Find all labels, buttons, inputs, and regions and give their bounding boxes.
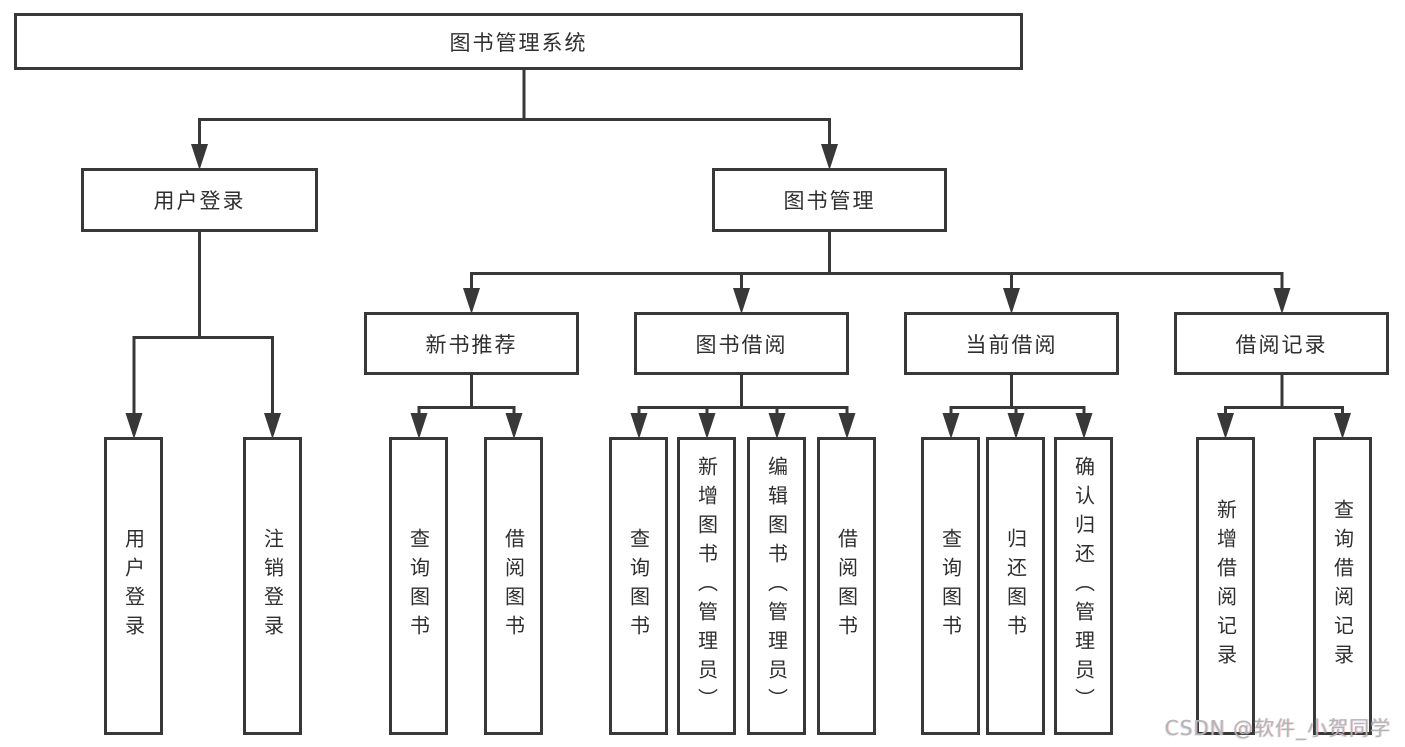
- connector-borrowing-to-children: [630, 375, 856, 439]
- arrowhead-down-icon: [1003, 288, 1020, 314]
- node-label: 查询图书: [938, 528, 963, 644]
- connector-user-login-to-children: [125, 232, 281, 439]
- arrowhead-down-icon: [463, 288, 480, 314]
- arrowhead-down-icon: [1273, 288, 1291, 314]
- node-leaf-add-borrow-record: 新增借阅记录: [1196, 437, 1255, 735]
- arrowhead-down-icon: [1007, 413, 1025, 439]
- node-borrowing-records: 借阅记录: [1174, 312, 1389, 375]
- node-label: 新书推荐: [425, 332, 518, 357]
- node-leaf-logout: 注销登录: [243, 437, 302, 735]
- arrowhead-down-icon: [733, 288, 750, 314]
- arrowhead-down-icon: [505, 413, 523, 439]
- node-label: 图书管理系统: [449, 30, 588, 55]
- node-user-login: 用户登录: [81, 168, 318, 232]
- node-leaf-query-borrow-record: 查询借阅记录: [1313, 437, 1372, 735]
- node-leaf-query-books-current: 查询图书: [921, 437, 980, 735]
- node-leaf-return-books: 归还图书: [986, 437, 1045, 735]
- connector-current-to-children: [942, 375, 1093, 439]
- arrowhead-down-icon: [1075, 413, 1093, 439]
- node-leaf-user-login: 用户登录: [104, 437, 163, 735]
- arrowhead-down-icon: [264, 413, 281, 439]
- connector-book-mgmt-to-level3: [463, 232, 1291, 314]
- node-leaf-borrow-books-borrowing: 借阅图书: [817, 437, 876, 735]
- node-leaf-edit-books-admin: 编辑图书（管理员）: [747, 437, 806, 735]
- node-label: 借阅图书: [834, 528, 859, 644]
- node-label: 新增借阅记录: [1213, 499, 1238, 673]
- node-label: 新增图书（管理员）: [694, 455, 719, 717]
- arrowhead-down-icon: [768, 413, 786, 439]
- node-book-management-system: 图书管理系统: [14, 13, 1023, 70]
- node-label: 图书管理: [783, 189, 876, 213]
- node-leaf-query-books-recommend: 查询图书: [389, 437, 448, 735]
- arrowhead-down-icon: [410, 413, 428, 439]
- node-label: 用户登录: [121, 528, 146, 644]
- arrowhead-down-icon: [1334, 413, 1351, 439]
- node-current-borrowing: 当前借阅: [904, 312, 1119, 375]
- arrowhead-down-icon: [698, 413, 716, 439]
- arrowhead-down-icon: [125, 413, 143, 439]
- node-book-management: 图书管理: [712, 168, 947, 232]
- node-book-borrowing: 图书借阅: [634, 312, 849, 375]
- node-new-book-recommendation: 新书推荐: [364, 312, 579, 375]
- arrowhead-down-icon: [191, 144, 208, 170]
- arrowhead-down-icon: [821, 144, 838, 170]
- node-leaf-query-books-borrowing: 查询图书: [609, 437, 668, 735]
- arrowhead-down-icon: [942, 413, 960, 439]
- node-leaf-borrow-books-recommend: 借阅图书: [484, 437, 543, 735]
- node-label: 查询借阅记录: [1330, 499, 1355, 673]
- node-label: 借阅记录: [1235, 332, 1328, 357]
- node-label: 用户登录: [153, 189, 246, 213]
- arrowhead-down-icon: [1217, 413, 1234, 439]
- node-label: 当前借阅: [965, 332, 1058, 357]
- connector-new-book-to-children: [410, 375, 523, 439]
- node-label: 借阅图书: [501, 528, 526, 644]
- node-label: 确认归还（管理员）: [1071, 455, 1096, 717]
- arrowhead-down-icon: [838, 413, 856, 439]
- node-label: 查询图书: [626, 528, 651, 644]
- node-label: 归还图书: [1003, 528, 1028, 644]
- csdn-watermark: CSDN @软件_小贺同学: [1164, 716, 1391, 740]
- node-label: 查询图书: [406, 528, 431, 644]
- arrowhead-down-icon: [630, 413, 648, 439]
- connector-records-to-children: [1217, 375, 1351, 439]
- node-label: 图书借阅: [695, 332, 788, 357]
- node-label: 编辑图书（管理员）: [764, 455, 789, 717]
- node-label: 注销登录: [260, 528, 285, 644]
- node-leaf-add-books-admin: 新增图书（管理员）: [677, 437, 736, 735]
- connector-root-to-level2: [191, 70, 838, 170]
- node-leaf-confirm-return-admin: 确认归还（管理员）: [1054, 437, 1113, 735]
